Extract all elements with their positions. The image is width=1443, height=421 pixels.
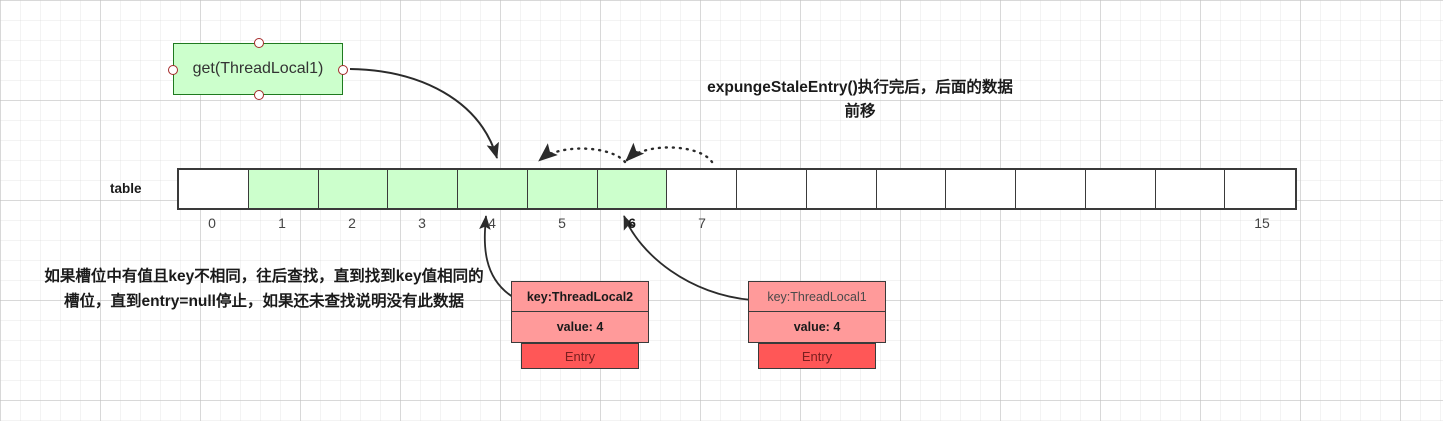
table-cell-8[interactable]: [737, 170, 807, 208]
table-cell-7[interactable]: [667, 170, 737, 208]
table-cell-5[interactable]: [527, 170, 598, 208]
table-label: table: [110, 181, 142, 196]
table-cell-14[interactable]: [1155, 170, 1226, 208]
table-cell-10[interactable]: [876, 170, 947, 208]
entry-key-label: key:ThreadLocal1: [767, 289, 867, 304]
table-index-label-2: 2: [348, 215, 356, 231]
arrow-get-to-slot4: [349, 68, 499, 159]
table-index-label-15: 15: [1254, 215, 1270, 231]
table-cell-11[interactable]: [946, 170, 1016, 208]
table-cell-12[interactable]: [1016, 170, 1086, 208]
table-cell-1[interactable]: [248, 170, 319, 208]
connection-handle-left[interactable]: [168, 65, 178, 75]
entry-value-row: value: 4: [749, 312, 885, 342]
entry-box-threadlocal1[interactable]: key:ThreadLocal1 value: 4 Entry: [748, 281, 886, 369]
connection-handle-right[interactable]: [338, 65, 348, 75]
table-index-label-1: 1: [278, 215, 286, 231]
entry-value-row: value: 4: [512, 312, 648, 342]
entry-footer-label: Entry: [521, 343, 639, 369]
entry-key-row: key:ThreadLocal1: [749, 282, 885, 312]
table-cell-15[interactable]: [1225, 170, 1295, 208]
entry-kv-table: key:ThreadLocal2 value: 4: [511, 281, 649, 343]
table-cell-0[interactable]: [179, 170, 249, 208]
explanation-note: 如果槽位中有值且key不相同，往后查找，直到找到key值相同的槽位，直到entr…: [44, 268, 484, 310]
connection-handle-bottom[interactable]: [254, 90, 264, 100]
entry-footer-label: Entry: [758, 343, 876, 369]
table-index-label-6: 6: [628, 215, 636, 231]
entry-key-row: key:ThreadLocal2: [512, 282, 648, 312]
table-cell-13[interactable]: [1085, 170, 1156, 208]
table-cell-3[interactable]: [388, 170, 458, 208]
shift-arrow-7-to-6: [625, 142, 714, 164]
table-index-label-5: 5: [558, 215, 566, 231]
table-index-label-4: 4: [488, 215, 496, 231]
table-index-label-7: 7: [698, 215, 706, 231]
entry-value-label: value: 4: [793, 320, 841, 334]
get-threadlocal-node[interactable]: get(ThreadLocal1): [168, 38, 348, 100]
table-row: [177, 168, 1297, 210]
get-node-label: get(ThreadLocal1): [192, 60, 324, 77]
table-cell-2[interactable]: [318, 170, 389, 208]
table-cell-4[interactable]: [458, 170, 528, 208]
shift-arrow-6-to-5: [538, 143, 627, 164]
table-index-label-0: 0: [208, 215, 216, 231]
connection-handle-top[interactable]: [254, 38, 264, 48]
table-index-label-3: 3: [418, 215, 426, 231]
headline-note: expungeStaleEntry()执行完后，后面的数据前移: [707, 79, 1013, 121]
entry-key-label: key:ThreadLocal2: [526, 289, 634, 304]
table-cell-9[interactable]: [806, 170, 877, 208]
entry-box-threadlocal2[interactable]: key:ThreadLocal2 value: 4 Entry: [511, 281, 649, 369]
entry-value-label: value: 4: [556, 320, 604, 334]
table-cell-6[interactable]: [597, 170, 668, 208]
entry-kv-table: key:ThreadLocal1 value: 4: [748, 281, 886, 343]
